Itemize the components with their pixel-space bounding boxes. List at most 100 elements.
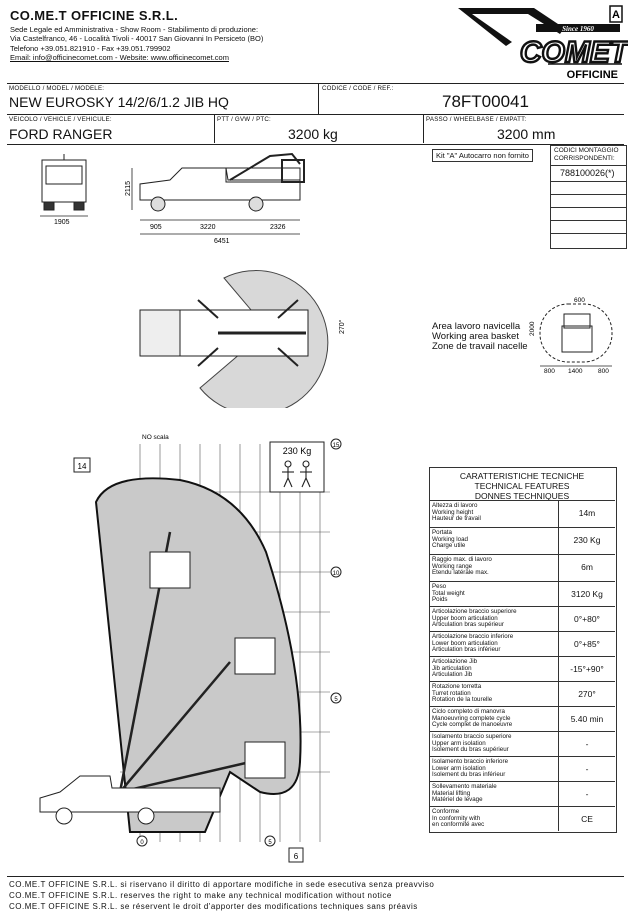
footer-rule: [7, 876, 624, 877]
basket-pos: [149, 551, 191, 589]
working-envelope-diagram: NO scala 14 6 15 10 5 0 5: [39, 434, 342, 863]
mount-codes-header: CODICI MONTAGGIO CORRISPONDENTI:: [554, 147, 619, 163]
load-box: [269, 441, 325, 493]
basket-b1: 800: [544, 368, 555, 375]
company-address: Sede Legale ed Amministrativa - Show Roo…: [10, 25, 263, 62]
working-area-line: Working area basket: [432, 331, 519, 342]
footer-line: CO.ME.T OFFICINE S.R.L. si riservano il …: [9, 880, 435, 889]
feature-value: 0°+80°: [574, 614, 600, 624]
boom-low: [119, 760, 251, 794]
feature-value: -: [585, 739, 589, 749]
dim-d3: 2326: [270, 224, 286, 231]
boom-mid: [119, 661, 231, 793]
basket-b2: 1400: [568, 368, 583, 375]
working-area-label: Area lavoro navicella Working area baske…: [432, 322, 528, 352]
feature-value: -15°+90°: [570, 664, 604, 674]
logo-box: [609, 5, 623, 23]
feature-value: 270°: [578, 689, 596, 699]
features-table: [429, 467, 617, 833]
kit-note: Kit "A" Autocarro non fornito: [432, 149, 533, 162]
mark-5: 5: [334, 697, 338, 703]
side-view-drawing: [139, 152, 305, 212]
load-label: 230 Kg: [283, 446, 312, 456]
logo-letter: A: [612, 9, 620, 21]
field-divider: [214, 114, 215, 143]
basket-height: 2000: [529, 321, 536, 336]
company-line: Via Castelfranco, 46 - Località Tivoli -…: [10, 34, 264, 44]
feature-value: -: [585, 789, 589, 799]
code-value: 78FT00041: [442, 92, 529, 111]
rotation-label: 270°: [338, 319, 346, 334]
footer-disclaimer: CO.ME.T OFFICINE S.R.L. si riservano il …: [9, 879, 434, 912]
working-area-line: Zone de travail nacelle: [432, 341, 528, 352]
height-dim: 2115: [125, 181, 132, 196]
field-divider: [318, 83, 319, 114]
logo-brand: COMET: [520, 36, 628, 69]
top-view-rotation: 270°: [139, 270, 346, 408]
footer-line: CO.ME.T OFFICINE S.R.L. se réservent le …: [9, 902, 418, 911]
ptt-label: PTT / GVW / PTC:: [217, 116, 271, 123]
mark-10: 10: [333, 571, 340, 577]
company-name: CO.ME.T OFFICINE S.R.L.: [10, 8, 179, 23]
mark-6: 6: [294, 852, 299, 861]
feature-value: 0°+85°: [574, 639, 600, 649]
wheelbase-value: 3200 mm: [497, 126, 556, 142]
feature-value: 6m: [581, 562, 593, 572]
basket-area-outline: [539, 303, 613, 363]
logo-bar: [536, 24, 620, 32]
rear-width: 1905: [54, 219, 70, 226]
feature-value: 14m: [578, 508, 596, 518]
basket-body: [561, 325, 593, 353]
feature-value: 5.40 min: [570, 714, 604, 724]
mark-0: 0: [140, 840, 144, 846]
scale-note: NO scala: [142, 434, 169, 441]
basket-pos: [244, 741, 286, 779]
dim-total: 6451: [214, 238, 230, 245]
logo-sub: OFFICINE: [567, 69, 618, 81]
mount-codes-table: CODICI MONTAGGIO CORRISPONDENTI: 7881000…: [550, 145, 627, 249]
wheelbase-label: PASSO / WHEELBASE / EMPATT:: [426, 116, 527, 123]
working-area-line: Area lavoro navicella: [432, 321, 521, 332]
mark-15: 15: [333, 443, 340, 449]
basket-width: 600: [574, 297, 585, 304]
features-title-line: DONNES TECHNIQUES: [474, 491, 570, 501]
model-value: NEW EUROSKY 14/2/6/1.2 JIB HQ: [9, 94, 229, 110]
dim-d1: 905: [150, 224, 162, 231]
comet-logo: A Since 1960 COMET OFFICINE: [458, 5, 628, 81]
basket-pos: [234, 637, 276, 675]
company-email-line: Email: info@officinecomet.com - Website:…: [10, 52, 229, 62]
basket-working-area: 600 2000 800 1400 800: [529, 297, 613, 375]
vehicle-views: 1905 2115 905 3220 2326 6451: [40, 152, 305, 245]
basket-top: [563, 313, 591, 329]
features-title: CARATTERISTICHE TECNICHE TECHNICAL FEATU…: [429, 471, 615, 501]
field-divider: [423, 114, 424, 143]
vehicle-value: FORD RANGER: [9, 126, 113, 142]
model-label: MODELLO / MODEL / MODELE:: [9, 85, 105, 92]
vehicle-label: VEICOLO / VEHICLE / VEHICULE:: [9, 116, 112, 123]
truck-side-drawing: [39, 775, 221, 825]
company-line: Telefono +39.051.821910 - Fax +39.051.79…: [10, 43, 171, 53]
logo-swoosh: [458, 8, 564, 46]
truck-cab-top: [139, 309, 181, 357]
feature-value: CE: [581, 814, 593, 824]
ptt-value: 3200 kg: [288, 126, 338, 142]
feature-value: 3120 Kg: [571, 589, 603, 599]
mount-code-value: 788100026(*): [560, 168, 615, 178]
company-line: Sede Legale ed Amministrativa - Show Roo…: [10, 25, 259, 34]
features-title-line: CARATTERISTICHE TECNICHE: [459, 471, 585, 481]
feature-value: 230 Kg: [573, 535, 601, 545]
dim-d2: 3220: [200, 224, 216, 231]
feature-value: -: [585, 764, 589, 774]
